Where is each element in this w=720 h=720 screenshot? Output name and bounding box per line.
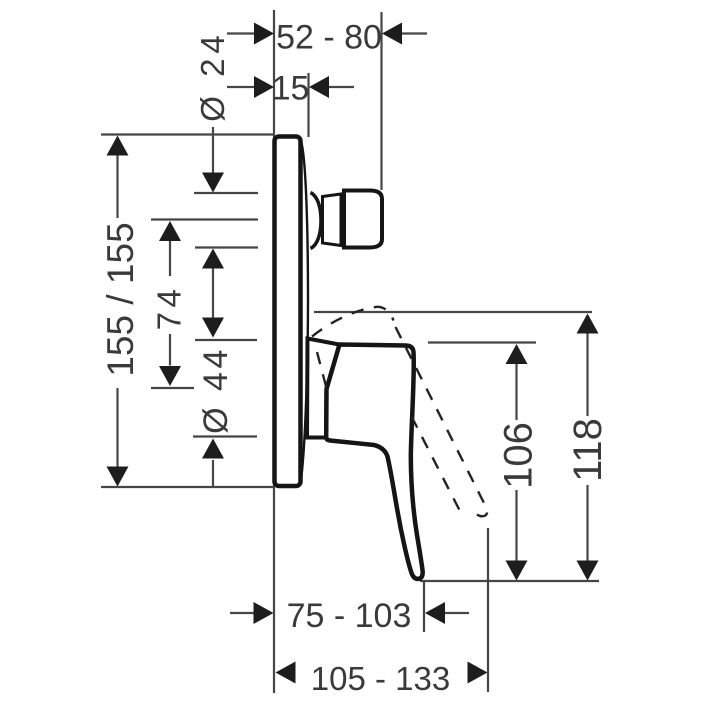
svg-text:155 / 155: 155 / 155 xyxy=(100,222,141,376)
svg-text:Ø 44: Ø 44 xyxy=(197,346,235,434)
svg-text:75 - 103: 75 - 103 xyxy=(287,597,412,635)
svg-text:15: 15 xyxy=(272,70,310,108)
svg-text:118: 118 xyxy=(566,418,610,482)
svg-text:74: 74 xyxy=(151,285,188,331)
svg-text:105 - 133: 105 - 133 xyxy=(311,660,450,697)
svg-text:106: 106 xyxy=(497,422,541,489)
svg-text:52 - 80: 52 - 80 xyxy=(276,19,382,57)
svg-text:Ø 24: Ø 24 xyxy=(194,30,231,122)
